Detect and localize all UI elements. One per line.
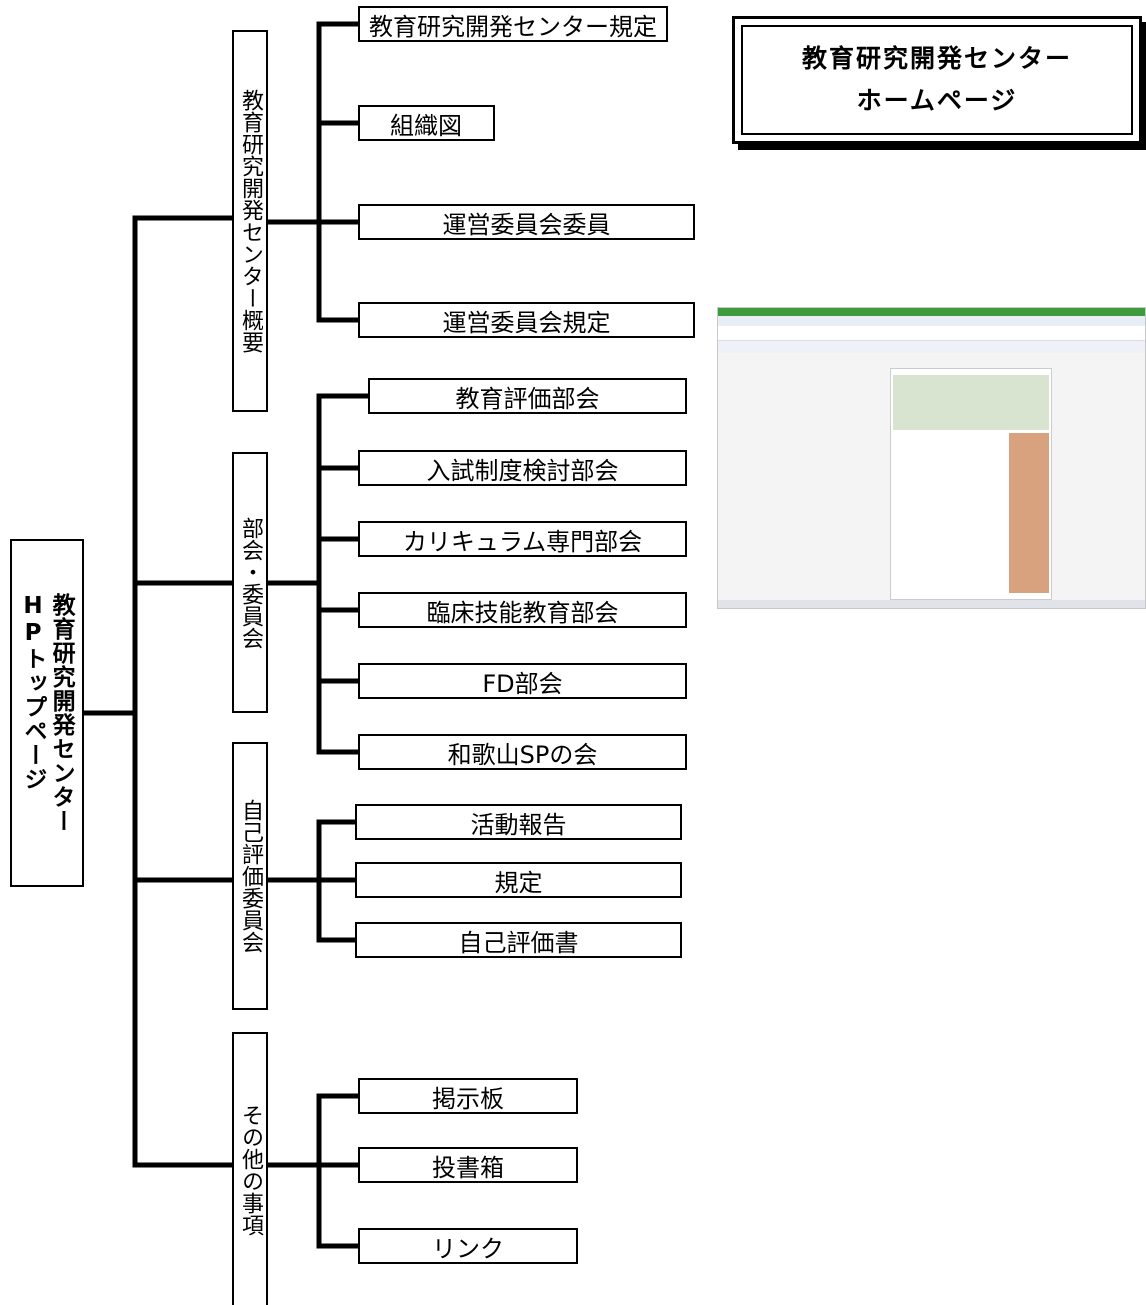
node-label: FD部会 xyxy=(482,664,562,699)
category-self-evaluation-label: 自己評価委員会 xyxy=(239,799,261,953)
node-clinical-skills[interactable]: 臨床技能教育部会 xyxy=(358,592,687,628)
node-label: 運営委員会委員 xyxy=(443,205,611,240)
root-line-2: HPトップページ xyxy=(21,593,45,833)
node-label: 規定 xyxy=(495,863,543,898)
category-other-label: その他の事項 xyxy=(239,1104,261,1236)
title-box: 教育研究開発センター ホームページ xyxy=(732,16,1142,144)
node-label: 運営委員会規定 xyxy=(443,303,611,338)
node-label: 活動報告 xyxy=(471,805,567,840)
root-node[interactable]: 教育研究開発センター HPトップページ xyxy=(10,539,84,887)
node-label: 入試制度検討部会 xyxy=(427,451,619,486)
node-suggestion-box[interactable]: 投書箱 xyxy=(358,1147,578,1183)
title-line-2: ホームページ xyxy=(857,80,1018,123)
node-label: リンク xyxy=(432,1229,504,1264)
node-fd[interactable]: FD部会 xyxy=(358,663,687,699)
node-links[interactable]: リンク xyxy=(358,1228,578,1264)
node-committee-regulations[interactable]: 運営委員会規定 xyxy=(358,302,695,338)
node-activity-report[interactable]: 活動報告 xyxy=(355,804,682,840)
node-education-evaluation[interactable]: 教育評価部会 xyxy=(368,378,687,414)
node-bulletin-board[interactable]: 掲示板 xyxy=(358,1078,578,1114)
node-admission-review[interactable]: 入試制度検討部会 xyxy=(358,450,687,486)
category-other[interactable]: その他の事項 xyxy=(232,1032,268,1305)
node-label: カリキュラム専門部会 xyxy=(403,522,642,557)
category-committees[interactable]: 部会・委員会 xyxy=(232,452,268,713)
title-line-1: 教育研究開発センター xyxy=(802,38,1072,81)
node-label: 掲示板 xyxy=(432,1079,504,1114)
node-center-regulations[interactable]: 教育研究開発センター規定 xyxy=(358,6,668,42)
category-overview[interactable]: 教育研究開発センター概要 xyxy=(232,30,268,412)
node-label: 臨床技能教育部会 xyxy=(427,593,619,628)
node-label: 和歌山SPの会 xyxy=(448,735,598,770)
node-org-chart[interactable]: 組織図 xyxy=(358,105,495,141)
category-committees-label: 部会・委員会 xyxy=(239,517,261,649)
node-rules[interactable]: 規定 xyxy=(355,862,682,898)
node-label: 自己評価書 xyxy=(459,923,579,958)
node-curriculum[interactable]: カリキュラム専門部会 xyxy=(358,521,687,557)
node-label: 組織図 xyxy=(390,106,462,141)
category-overview-label: 教育研究開発センター概要 xyxy=(239,89,261,353)
website-screenshot-image xyxy=(717,307,1146,609)
node-label: 教育研究開発センター規定 xyxy=(369,7,657,42)
node-wakayama-sp[interactable]: 和歌山SPの会 xyxy=(358,734,687,770)
node-label: 教育評価部会 xyxy=(456,379,600,414)
node-self-evaluation-report[interactable]: 自己評価書 xyxy=(355,922,682,958)
node-label: 投書箱 xyxy=(432,1148,504,1183)
node-committee-members[interactable]: 運営委員会委員 xyxy=(358,204,695,240)
root-line-1: 教育研究開発センター xyxy=(49,593,73,833)
category-self-evaluation[interactable]: 自己評価委員会 xyxy=(232,742,268,1010)
